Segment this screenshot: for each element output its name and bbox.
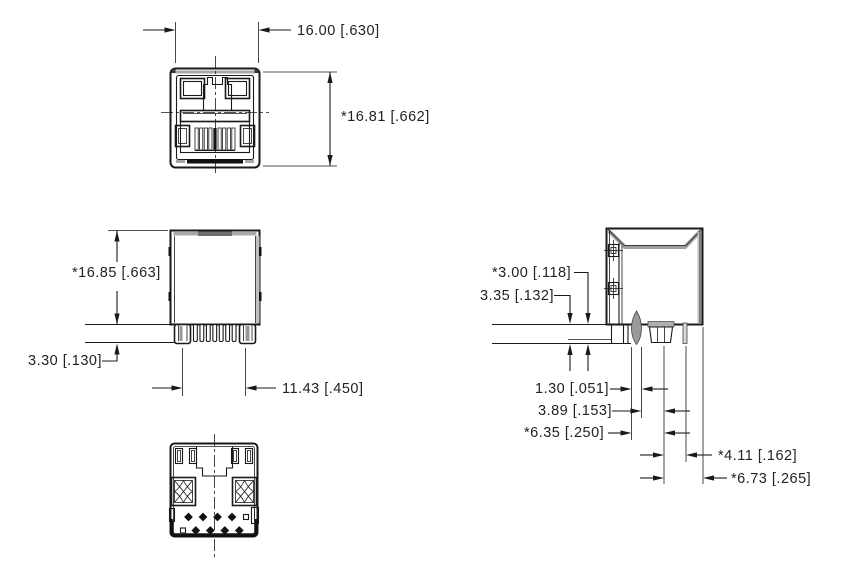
dim-text-pin-offset-4: *6.73 [.265] [731,471,811,487]
contact-comb [194,127,236,152]
dim-text-pin-offset-3: *4.11 [.162] [718,448,797,464]
dim-standoff-height: 3.30 [.130] [28,343,120,369]
rear-side-tab [259,292,262,301]
dim-post-protrusion: *3.00 [.118] [492,265,591,371]
front-view [161,56,269,176]
dim-text-post-protrusion: *3.00 [.118] [492,265,571,281]
flange-hole-top [604,240,623,261]
dim-text-front-height: *16.81 [.662] [341,109,430,125]
dim-peg-width: 1.30 [.051] [535,381,668,397]
front-window-right [224,77,251,100]
dim-front-height: *16.81 [.662] [263,71,430,167]
dim-text-pin-span: 11.43 [.450] [282,381,364,397]
contact-leg [682,322,688,344]
side-view [492,227,704,346]
cavity-tab-right [239,124,256,148]
rear-side-tab [168,247,171,256]
dim-pin-span: 11.43 [.450] [152,348,364,397]
standoff-post [647,321,675,344]
rear-side-tab [168,292,171,301]
bottom-view [168,434,260,560]
dim-text-front-width: 16.00 [.630] [297,23,380,39]
dim-pin-offset-4: *6.73 [.265] [640,471,811,487]
bottom-body-outline [169,442,259,538]
rear-pin-comb [173,323,257,345]
flange-hole-bottom [604,278,623,299]
solder-peg [631,310,642,346]
rear-body-outline [169,229,261,326]
dim-text-pin-offset-1: 3.89 [.153] [538,403,612,419]
latch-key-block [202,76,233,110]
pin-extension-lines [631,327,704,484]
front-top-shade [175,70,255,74]
rear-view [85,229,262,345]
dim-text-peg-width: 1.30 [.051] [535,381,609,397]
mounting-post-left [170,476,197,507]
dim-text-rear-height: *16.85 [.663] [72,265,161,281]
front-window-left [179,77,206,100]
dim-pin-offset-1: 3.89 [.153] [538,403,690,419]
front-housing-outline [169,67,261,169]
dim-side-standoff: 3.35 [.132] [480,288,573,371]
solder-pins [179,512,250,535]
rear-side-tab [259,247,262,256]
dim-front-width: 16.00 [.630] [143,22,380,63]
front-bottom-bar [187,159,243,164]
dim-rear-height: *16.85 [.663] [72,230,168,325]
dim-pin-offset-3: *4.11 [.162] [640,448,797,464]
dim-text-pin-offset-2: *6.35 [.250] [524,425,604,441]
dim-pin-offset-2: *6.35 [.250] [524,425,690,441]
plug-cavity [179,120,251,154]
mounting-post-right [231,476,258,507]
dim-text-side-standoff: 3.35 [.132] [480,288,554,304]
side-foot [610,324,629,345]
dim-text-standoff: 3.30 [.130] [28,353,102,369]
cavity-tab-left [174,124,191,148]
